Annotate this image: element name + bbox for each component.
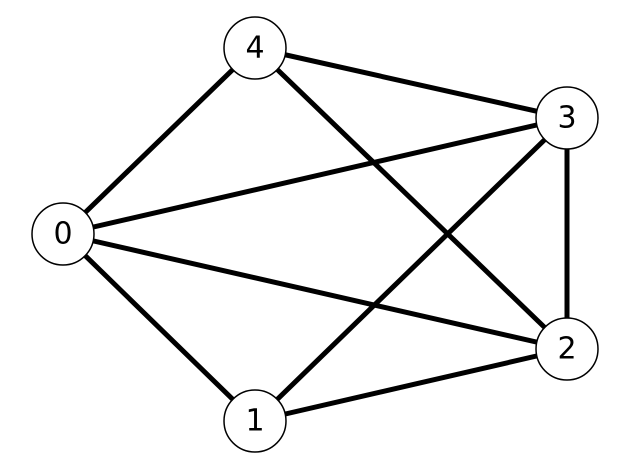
node-0: 0 [31, 202, 95, 266]
edge-0-2 [60, 231, 570, 352]
edge-0-3 [60, 115, 570, 237]
node-circle-3 [535, 86, 599, 150]
edge-4-2 [252, 45, 570, 352]
edge-0-4 [60, 45, 258, 237]
node-label-2: 2 [557, 332, 576, 367]
node-1: 1 [223, 389, 287, 453]
edge-3-1 [252, 115, 570, 424]
node-label-1: 1 [245, 404, 264, 439]
node-circle-0 [31, 202, 95, 266]
edge-4-3 [252, 45, 570, 121]
edge-0-1 [60, 231, 258, 424]
node-circle-4 [223, 16, 287, 80]
edges-layer [60, 45, 570, 424]
nodes-layer: 0 1 2 3 4 [31, 16, 599, 453]
node-label-4: 4 [245, 31, 264, 66]
node-4: 4 [223, 16, 287, 80]
node-2: 2 [535, 317, 599, 381]
node-3: 3 [535, 86, 599, 150]
node-label-3: 3 [557, 101, 576, 136]
edge-1-2 [252, 346, 570, 424]
node-circle-1 [223, 389, 287, 453]
node-circle-2 [535, 317, 599, 381]
node-label-0: 0 [53, 217, 72, 252]
